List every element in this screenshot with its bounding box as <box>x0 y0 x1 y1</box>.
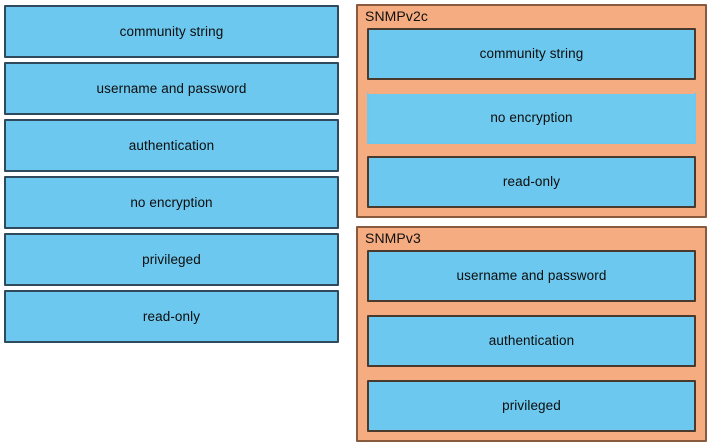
drop-slot-label: privileged <box>502 398 561 414</box>
drop-slot-label: no encryption <box>490 110 573 126</box>
drop-slot-snmpv3-2[interactable]: authentication <box>367 315 696 367</box>
panel-title-snmpv2c: SNMPv2c <box>365 8 428 24</box>
answer-tile-no-encryption[interactable]: no encryption <box>4 176 339 229</box>
drop-slot-label: authentication <box>488 333 575 349</box>
slot-stack-snmpv3: username and password authentication pri… <box>367 250 696 432</box>
drop-slot-snmpv2c-2[interactable]: no encryption <box>367 92 696 144</box>
drop-slot-snmpv2c-1[interactable]: community string <box>367 28 696 80</box>
answer-tile-read-only[interactable]: read-only <box>4 290 339 343</box>
drop-slot-label: username and password <box>456 268 607 284</box>
answer-tile-label: no encryption <box>130 194 213 210</box>
answer-tile-label: community string <box>119 23 224 39</box>
answer-tile-label: privileged <box>142 251 201 267</box>
drop-slot-snmpv3-3[interactable]: privileged <box>367 380 696 432</box>
drop-slot-snmpv2c-3[interactable]: read-only <box>367 156 696 208</box>
answer-tile-privileged[interactable]: privileged <box>4 233 339 286</box>
slot-stack-snmpv2c: community string no encryption read-only <box>367 28 696 208</box>
panel-title-snmpv3: SNMPv3 <box>365 230 421 246</box>
answer-tile-community-string[interactable]: community string <box>4 5 339 58</box>
drop-panel-snmpv3[interactable]: SNMPv3 username and password authenticat… <box>356 226 707 442</box>
answer-tile-username-and-password[interactable]: username and password <box>4 62 339 115</box>
drop-panel-snmpv2c[interactable]: SNMPv2c community string no encryption r… <box>356 4 707 218</box>
answer-tile-label: read-only <box>142 308 201 324</box>
answer-tile-label: username and password <box>96 80 247 96</box>
answer-tile-label: authentication <box>128 137 215 153</box>
drop-slot-label: community string <box>479 46 584 62</box>
answer-tile-authentication[interactable]: authentication <box>4 119 339 172</box>
answer-bank: community string username and password a… <box>4 5 339 347</box>
drop-slot-label: read-only <box>502 174 561 190</box>
drop-slot-snmpv3-1[interactable]: username and password <box>367 250 696 302</box>
